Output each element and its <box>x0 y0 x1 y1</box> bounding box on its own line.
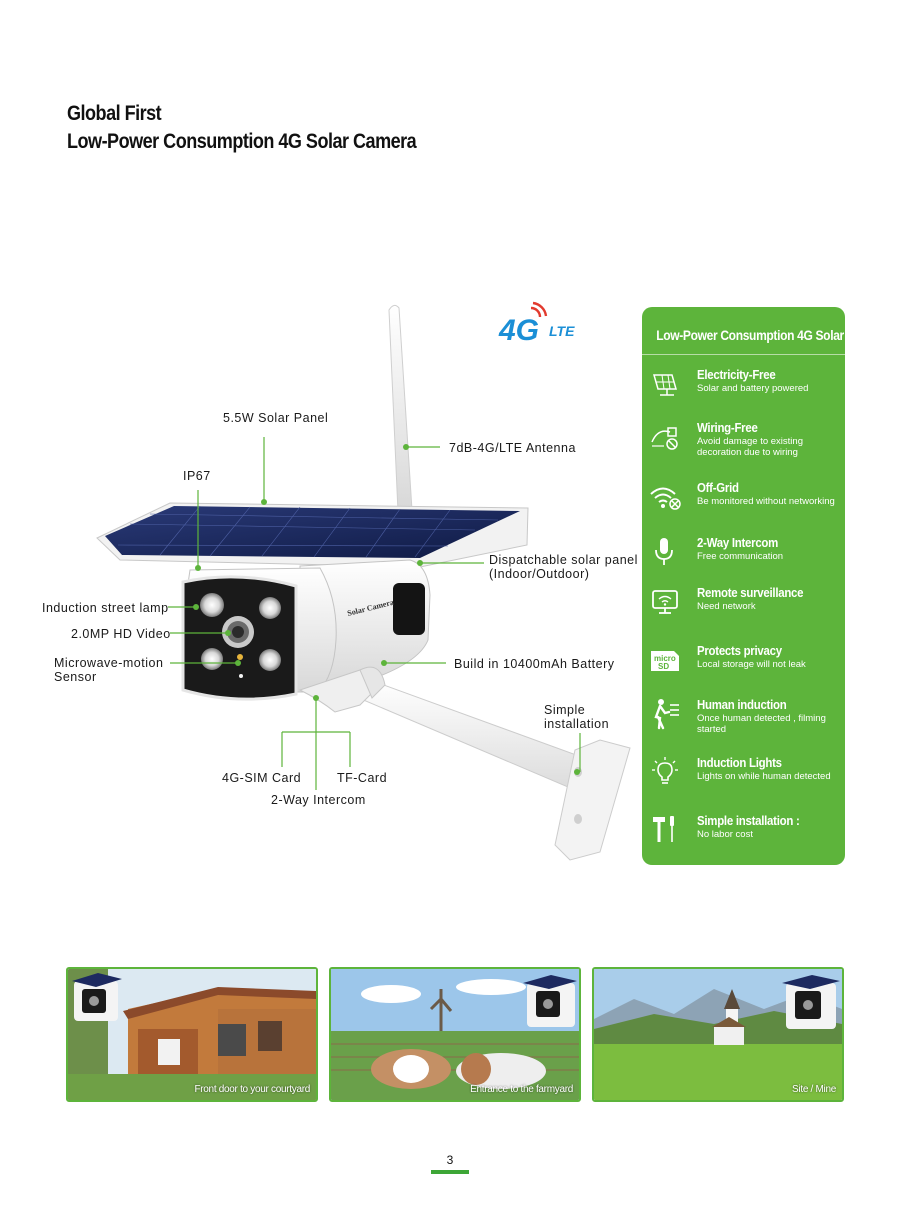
callout-solar-panel: 5.5W Solar Panel <box>223 411 329 425</box>
no-wifi-icon <box>650 487 681 510</box>
page-number: 3 <box>446 1153 454 1167</box>
feature-title: Wiring-Free <box>697 420 758 435</box>
mounting-arm <box>338 679 631 861</box>
feature-desc: Need network <box>697 601 756 612</box>
page-title-line-2: Low-Power Consumption 4G Solar Camera <box>67 130 417 153</box>
svg-text:micro: micro <box>654 654 676 663</box>
feature-desc: Be monitored without networking <box>697 496 835 507</box>
page-number-bar <box>431 1170 469 1174</box>
panel-divider <box>642 354 845 355</box>
callout-street-lamp: Induction street lamp <box>42 601 169 615</box>
monitor-wifi-icon <box>652 590 678 614</box>
callout-intercom: 2-Way Intercom <box>271 793 366 807</box>
antenna <box>388 304 413 513</box>
photo-site-mine: Site / Mine <box>592 967 844 1102</box>
callout-microwave-line-2: Sensor <box>54 670 97 684</box>
callout-ip67: IP67 <box>183 469 211 483</box>
callout-dispatchable-line-2: (Indoor/Outdoor) <box>489 567 590 581</box>
courtyard-photo-image <box>68 969 316 1100</box>
photo-caption: Front door to your courtyard <box>194 1084 310 1095</box>
logo-lte-text: LTE <box>549 323 575 339</box>
camera-brand-label: Solar Camera <box>346 598 394 618</box>
callout-sim-card: 4G-SIM Card <box>222 771 302 785</box>
feature-panel: Low-Power Consumption 4G Solar Camera El… <box>642 307 845 865</box>
tools-icon <box>653 816 674 842</box>
callout-battery: Build in 10400mAh Battery <box>454 657 615 671</box>
feature-desc: Lights on while human detected <box>697 771 831 782</box>
farmyard-photo-image <box>331 969 579 1100</box>
callout-simple-line-1: Simple <box>544 703 586 717</box>
site-photo-image <box>594 969 842 1100</box>
feature-title: Electricity-Free <box>697 367 776 382</box>
feature-title: 2-Way Intercom <box>697 535 779 550</box>
micro-sd-icon: micro SD <box>651 651 679 671</box>
logo-4g-text: 4G <box>498 314 539 347</box>
solar-panel <box>96 502 529 568</box>
photo-caption: Site / Mine <box>792 1084 836 1095</box>
feature-desc: Avoid damage to existing decoration due … <box>697 436 803 458</box>
solar-panel-icon <box>653 374 677 396</box>
walking-person-icon <box>654 699 679 730</box>
callout-hd-video: 2.0MP HD Video <box>71 627 171 641</box>
feature-title: Protects privacy <box>697 643 782 658</box>
camera-mount <box>298 666 386 713</box>
panel-title: Low-Power Consumption 4G Solar Camera <box>656 327 845 343</box>
callout-microwave-line-1: Microwave-motion <box>54 656 164 670</box>
photo-caption: Entrance to the farmyard <box>470 1084 573 1095</box>
feature-desc: Free communication <box>697 551 784 562</box>
callout-dispatchable-line-1: Dispatchable solar panel <box>489 553 638 567</box>
svg-text:SD: SD <box>658 662 669 671</box>
feature-desc: Once human detected , filming started <box>697 713 826 735</box>
camera-body: Solar Camera <box>181 559 431 701</box>
feature-desc: Solar and battery powered <box>697 383 809 394</box>
microphone-icon <box>655 538 673 565</box>
no-wiring-icon <box>651 427 678 450</box>
page-title-line-1: Global First <box>67 102 162 125</box>
photo-courtyard: Front door to your courtyard <box>66 967 318 1102</box>
feature-title: Simple installation : <box>697 813 800 828</box>
feature-desc: No labor cost <box>697 829 753 840</box>
feature-title: Human induction <box>697 697 787 712</box>
feature-desc: Local storage will not leak <box>697 659 806 670</box>
callout-antenna: 7dB-4G/LTE Antenna <box>449 441 576 455</box>
callout-tf-card: TF-Card <box>337 771 388 785</box>
feature-title: Induction Lights <box>697 755 782 770</box>
light-bulb-icon <box>652 757 678 784</box>
feature-title: Off-Grid <box>697 480 739 495</box>
photo-farmyard: Entrance to the farmyard <box>329 967 581 1102</box>
feature-title: Remote surveillance <box>697 585 804 600</box>
4g-lte-logo: 4G LTE <box>498 301 575 347</box>
callout-simple-line-2: installation <box>544 717 610 731</box>
